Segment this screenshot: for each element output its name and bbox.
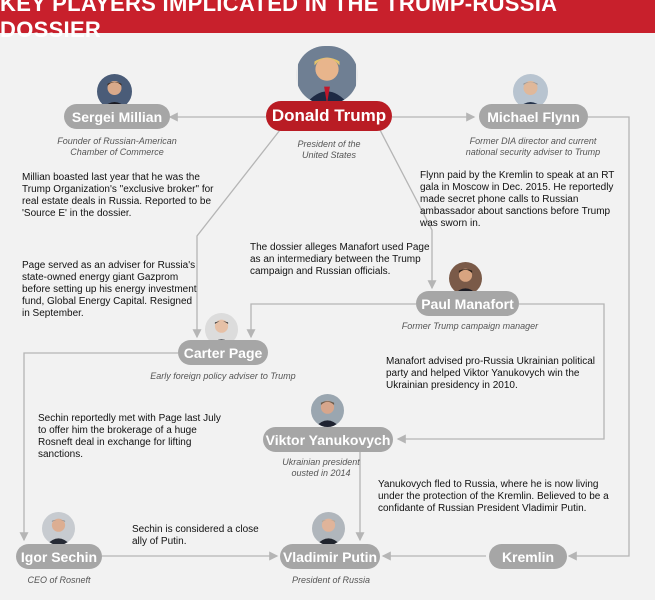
- edge-flynn-kremlin: [567, 116, 630, 561]
- caption-putin: President of Russia: [291, 575, 371, 585]
- edge-manafort-page: [246, 303, 416, 339]
- edge-trump-page: [192, 129, 281, 339]
- node-viktor-yanukovych: Viktor Yanukovych: [263, 427, 393, 452]
- caption-manafort: Former Trump campaign manager: [401, 321, 539, 331]
- flynn-portrait: [513, 74, 548, 109]
- title-bar: KEY PLAYERS IMPLICATED IN THE TRUMP-RUSS…: [0, 0, 655, 42]
- node-carter-page: Carter Page: [178, 340, 268, 365]
- blurb-flynn: Flynn paid by the Kremlin to speak at an…: [420, 170, 615, 229]
- yanukovych-portrait: [311, 394, 344, 427]
- blurb-sechin-putin: Sechin is considered a close ally of Put…: [132, 524, 259, 547]
- caption-sechin: CEO of Rosneft: [27, 575, 91, 585]
- caption-flynn: Former DIA director and current national…: [465, 136, 601, 157]
- caption-page: Early foreign policy adviser to Trump: [150, 371, 296, 381]
- node-label: Igor Sechin: [20, 548, 98, 565]
- caption-millian: Founder of Russian-American Chamber of C…: [57, 136, 177, 157]
- node-michael-flynn: Michael Flynn: [479, 104, 588, 129]
- node-igor-sechin: Igor Sechin: [16, 544, 102, 569]
- sechin-portrait: [42, 512, 75, 545]
- node-paul-manafort: Paul Manafort: [416, 291, 519, 316]
- millian-portrait: [97, 74, 132, 109]
- node-label: Donald Trump: [271, 106, 387, 125]
- node-label: Vladimir Putin: [282, 548, 378, 565]
- node-label: Michael Flynn: [487, 108, 580, 125]
- node-donald-trump: Donald Trump: [266, 101, 392, 131]
- edge-manafort-yanukovych: [396, 303, 605, 444]
- caption-yanukovych: Ukrainian president ousted in 2014: [282, 457, 360, 478]
- blurb-sechin-page: Sechin reportedly met with Page last Jul…: [38, 413, 221, 460]
- blurb-millian: Millian boasted last year that he was th…: [22, 172, 214, 219]
- edge-trump-manafort: [379, 129, 437, 290]
- page-title: KEY PLAYERS IMPLICATED IN THE TRUMP-RUSS…: [0, 0, 557, 42]
- blurb-manafort: Manafort advised pro-Russia Ukrainian po…: [386, 356, 595, 391]
- edge-page-sechin: [19, 352, 178, 542]
- node-label: Sergei Millian: [71, 108, 163, 125]
- caption-trump: President of the United States: [297, 139, 361, 160]
- node-label: Paul Manafort: [421, 295, 514, 312]
- node-kremlin: Kremlin: [489, 544, 567, 569]
- node-vladimir-putin: Vladimir Putin: [280, 544, 380, 569]
- node-sergei-millian: Sergei Millian: [64, 104, 170, 129]
- blurb-dossier: The dossier alleges Manafort used Page a…: [250, 242, 430, 277]
- blurb-yanukovych: Yanukovych fled to Russia, where he is n…: [378, 479, 609, 514]
- node-label: Carter Page: [183, 344, 263, 361]
- trump-portrait: [296, 46, 358, 104]
- node-label: Kremlin: [501, 548, 555, 565]
- manafort-portrait: [449, 262, 482, 295]
- blurb-page-gazprom: Page served as an adviser for Russia's s…: [22, 260, 197, 319]
- node-label: Viktor Yanukovych: [265, 431, 391, 448]
- putin-portrait: [312, 512, 345, 545]
